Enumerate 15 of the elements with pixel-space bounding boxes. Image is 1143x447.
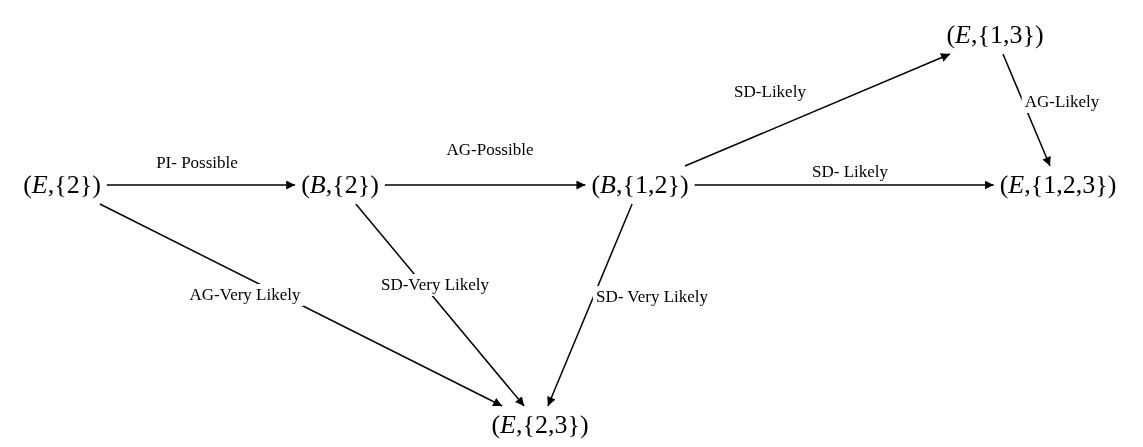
arrow: [1002, 53, 1051, 167]
state-label: (E,{2}): [19, 168, 105, 202]
state-label: (B,{1,2}): [587, 168, 693, 202]
state-label: (E,{1,3}): [942, 18, 1048, 52]
state-label: (E,{2,3}): [487, 408, 593, 442]
arrow: [384, 180, 587, 190]
arrow: [106, 180, 296, 190]
arrow: [355, 203, 525, 407]
state-label: (B,{2}): [297, 168, 383, 202]
arrow: [684, 53, 951, 167]
arrow: [99, 203, 503, 407]
state-label: (E,{1,2,3}): [995, 168, 1121, 202]
arrow: [547, 203, 633, 407]
edge-label: AG-Very Likely: [186, 284, 304, 306]
arrow: [693, 180, 995, 190]
